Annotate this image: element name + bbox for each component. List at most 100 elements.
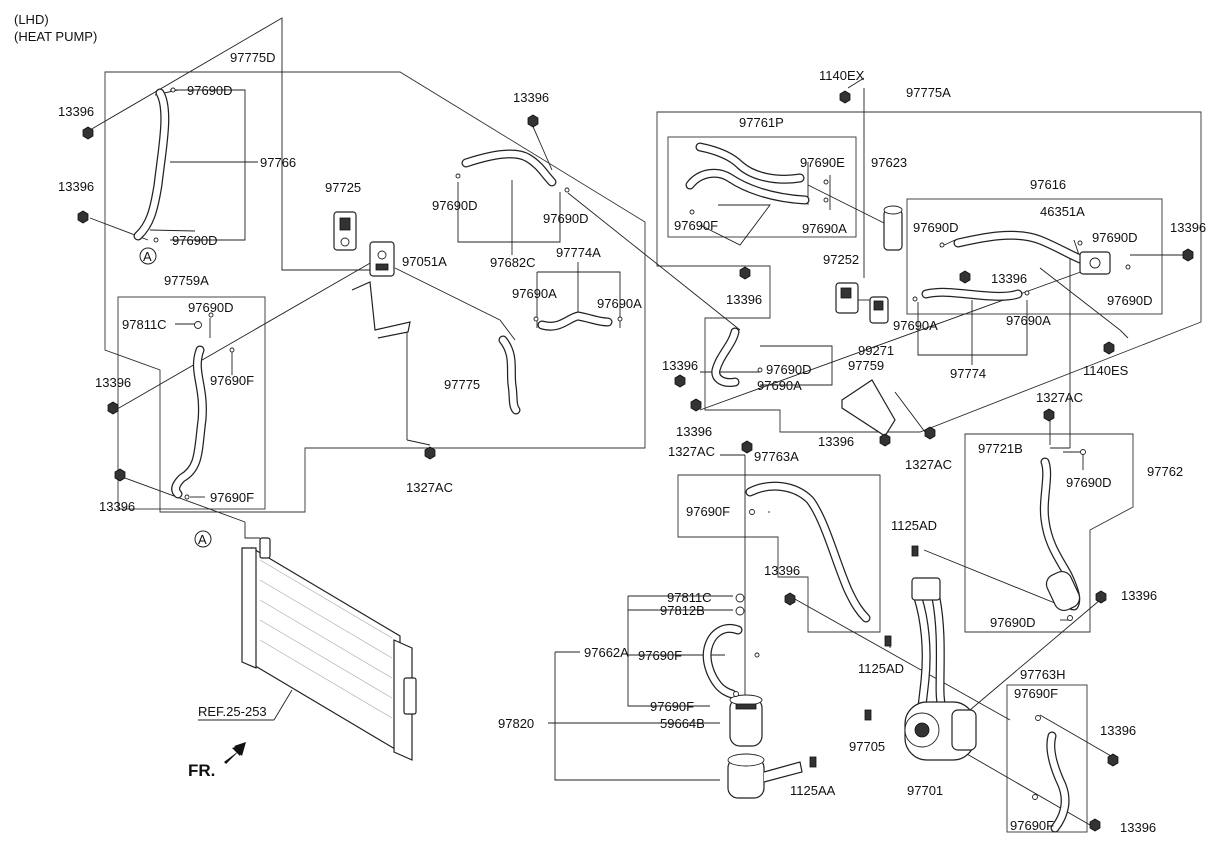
group-box-97761P (667, 136, 857, 238)
part-label: 13396 (95, 375, 131, 390)
part-label: 13396 (764, 563, 800, 578)
part-label: 97820 (498, 716, 534, 731)
part-label: 59664B (660, 716, 705, 731)
part-label: 97811C (122, 317, 167, 332)
components (241, 205, 1111, 799)
header-lhd: (LHD) (14, 12, 49, 27)
bracket-97051A (351, 281, 411, 339)
part-label: 97761P (739, 115, 784, 130)
part-label: 97774A (556, 245, 601, 260)
part-label: 1140EX (819, 68, 865, 83)
header-heat-pump: (HEAT PUMP) (14, 29, 97, 44)
part-label: 97690F (210, 490, 254, 505)
part-label: 13396 (1100, 723, 1136, 738)
group-box-97759A (117, 296, 266, 510)
part-label: 97690D (172, 233, 218, 248)
part-label: 13396 (1120, 820, 1156, 835)
part-label: 97690F (1010, 818, 1054, 833)
part-label: 97690D (543, 211, 589, 226)
svg-text:A: A (143, 249, 152, 264)
part-label: 97690F (210, 373, 254, 388)
part-label: 46351A (1040, 204, 1085, 219)
valve-97252 (835, 282, 859, 314)
valve-97725 (333, 211, 357, 251)
part-label: 97690A (597, 296, 642, 311)
fasteners (77, 90, 1194, 832)
bracket-1327AC (841, 379, 896, 437)
part-label: 1327AC (406, 480, 453, 495)
part-label: 97690D (188, 300, 234, 315)
part-label: 97762 (1147, 464, 1183, 479)
part-label: 97690F (650, 699, 694, 714)
part-label: 13396 (818, 434, 854, 449)
part-label: 13396 (662, 358, 698, 373)
part-label: 1327AC (905, 457, 952, 472)
part-label: 97690A (757, 378, 802, 393)
condenser (241, 537, 417, 761)
group-outline-97775A (656, 111, 1202, 433)
leader-lines (89, 17, 1185, 826)
part-label: 13396 (58, 104, 94, 119)
part-label: 97682C (490, 255, 536, 270)
part-label: 97690D (1092, 230, 1138, 245)
part-label: 1327AC (668, 444, 715, 459)
part-label: 97763H (1020, 667, 1066, 682)
part-label: 97690F (1014, 686, 1058, 701)
part-label: 97690D (187, 83, 233, 98)
valve-97051A (369, 241, 395, 277)
part-label: 97690F (686, 504, 730, 519)
front-arrow: FR. (188, 742, 246, 780)
part-label: 1125AA (790, 783, 836, 798)
valve-99271 (869, 296, 889, 324)
part-label: 1125AD (891, 518, 937, 533)
part-label: 13396 (726, 292, 762, 307)
hoses (133, 88, 1093, 833)
drier-bracket-97820 (727, 753, 803, 799)
part-label: 97623 (871, 155, 907, 170)
svg-text:REF.25-253: REF.25-253 (198, 704, 267, 719)
part-label: 1125AD (858, 661, 904, 676)
part-label: 97690D (432, 198, 478, 213)
group-box-97616 (906, 198, 1163, 315)
group-outline-97775D (104, 71, 646, 513)
part-label: 97662A (584, 645, 629, 660)
part-label: 97051A (402, 254, 447, 269)
part-label: 97690A (1006, 313, 1051, 328)
receiver-drier-97820 (729, 694, 763, 747)
accumulator-97623 (883, 205, 903, 251)
part-label: 97252 (823, 252, 859, 267)
marker-a-top: A (139, 247, 157, 265)
sensor-46351A (1079, 251, 1111, 275)
group-outline-97763A (677, 474, 881, 633)
part-label: 97775A (906, 85, 951, 100)
ref-label: REF.25-253 (198, 689, 293, 721)
part-label: 97690D (1107, 293, 1153, 308)
part-labels: 97775D 97690D 13396 97766 13396 97690D 9… (58, 50, 1206, 835)
part-label: 97690A (802, 221, 847, 236)
part-label: 97763A (754, 449, 799, 464)
compressor-97701 (904, 577, 977, 761)
svg-text:FR.: FR. (188, 761, 215, 780)
part-label: 97690A (893, 318, 938, 333)
part-label: 1327AC (1036, 390, 1083, 405)
part-label: 97690F (638, 648, 682, 663)
part-label: 97701 (907, 783, 943, 798)
part-label: 97759A (164, 273, 209, 288)
part-label: 97774 (950, 366, 986, 381)
part-label: 97690D (1066, 475, 1112, 490)
part-label: 97766 (260, 155, 296, 170)
part-label: 13396 (513, 90, 549, 105)
part-label: 13396 (1121, 588, 1157, 603)
part-label: 97759 (848, 358, 884, 373)
part-label: 97811C (667, 590, 712, 605)
part-label: 97721B (978, 441, 1023, 456)
part-label: 97775 (444, 377, 480, 392)
marker-a-bottom: A (194, 530, 212, 548)
part-label: 97705 (849, 739, 885, 754)
part-label: 13396 (991, 271, 1027, 286)
svg-text:A: A (198, 532, 207, 547)
part-label: 97690D (766, 362, 812, 377)
part-label: 13396 (676, 424, 712, 439)
part-label: 97690E (800, 155, 845, 170)
part-label: 97616 (1030, 177, 1066, 192)
